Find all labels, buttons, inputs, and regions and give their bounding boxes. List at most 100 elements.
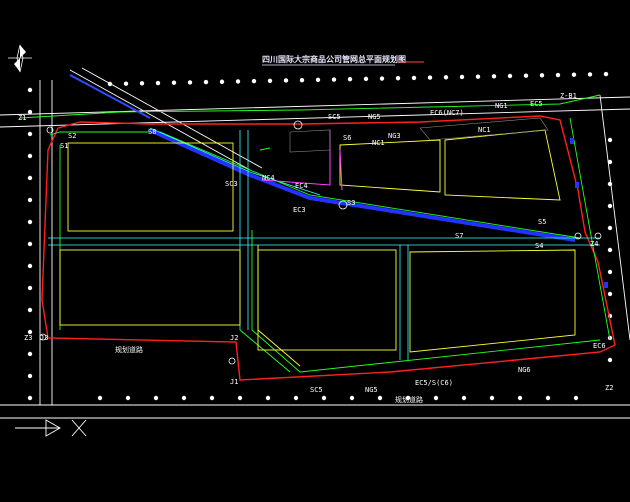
label-s4: S4 bbox=[535, 242, 543, 250]
tree-dot bbox=[607, 181, 613, 187]
building-blocks bbox=[59, 129, 576, 367]
tree-dot bbox=[107, 81, 113, 87]
tree-dot bbox=[607, 203, 613, 209]
tree-dot bbox=[27, 197, 33, 203]
tree-dot bbox=[27, 131, 33, 137]
tree-dot bbox=[427, 75, 433, 80]
label-z3: Z3 bbox=[24, 334, 32, 342]
tree-dot bbox=[523, 73, 529, 78]
tree-dot bbox=[27, 285, 33, 291]
blue-drain-pipe bbox=[149, 128, 576, 242]
tree-dot bbox=[139, 81, 145, 86]
tree-dot bbox=[27, 175, 33, 181]
label-ec3: EC3 bbox=[293, 206, 306, 214]
tree-dot bbox=[507, 73, 513, 79]
tree-dot bbox=[321, 395, 327, 401]
tree-dot bbox=[27, 263, 33, 269]
tree-dot bbox=[235, 79, 241, 84]
blue-stream-top bbox=[69, 74, 151, 119]
tree-dot bbox=[283, 78, 289, 83]
tree-dot bbox=[27, 87, 33, 93]
label-ng1: NG1 bbox=[495, 102, 508, 110]
pipe-labels: S8 SC5 NG5 EC6(NC7) NG3 NC1 NC1 NG1 EC5 … bbox=[18, 92, 613, 404]
tree-dot bbox=[571, 72, 577, 77]
label-s5: S5 bbox=[538, 218, 546, 226]
tree-dot bbox=[27, 395, 33, 401]
label-ec6r: EC6 bbox=[593, 342, 606, 350]
tree-dot bbox=[27, 219, 33, 225]
label-nc1b: NC1 bbox=[478, 126, 491, 134]
label-z1: Z1 bbox=[18, 114, 26, 122]
tree-dot bbox=[603, 71, 609, 77]
tree-dot bbox=[293, 395, 299, 401]
tree-dot bbox=[363, 76, 369, 82]
tree-dot bbox=[267, 78, 273, 84]
tree-dot bbox=[587, 72, 593, 77]
label-sc5-top: SC5 bbox=[328, 113, 341, 121]
tree-dot bbox=[219, 79, 225, 84]
tree-rows bbox=[27, 71, 613, 401]
tree-dot bbox=[27, 109, 33, 115]
label-ng5-bot: NG5 bbox=[365, 386, 378, 394]
hatch-area bbox=[289, 117, 549, 153]
tree-dot bbox=[545, 395, 551, 401]
tree-dot bbox=[27, 307, 33, 313]
tree-dot bbox=[27, 373, 33, 379]
tree-dot bbox=[607, 247, 613, 253]
tree-dot bbox=[517, 395, 523, 401]
tree-dot bbox=[251, 78, 257, 84]
tree-dot bbox=[607, 137, 613, 143]
tree-dot bbox=[555, 72, 561, 78]
tree-dot bbox=[489, 395, 495, 401]
blue-markers bbox=[570, 138, 608, 288]
label-nc1a: NC1 bbox=[372, 139, 385, 147]
tree-dot bbox=[607, 159, 613, 165]
tree-dot bbox=[475, 74, 481, 79]
label-zb1: Z-B1 bbox=[560, 92, 577, 100]
tree-dot bbox=[203, 79, 209, 85]
entrance-arrow-icon bbox=[15, 419, 87, 437]
tree-dot bbox=[237, 395, 243, 401]
label-ng6: NG6 bbox=[518, 366, 531, 374]
tree-dot bbox=[315, 77, 321, 83]
label-s3: S3 bbox=[347, 199, 355, 207]
label-road-bottom: 规划道路 bbox=[115, 345, 143, 354]
label-ec4: EC4 bbox=[295, 182, 308, 190]
tree-dot bbox=[377, 395, 383, 401]
label-s6: S6 bbox=[343, 134, 351, 142]
label-j1: J1 bbox=[230, 378, 238, 386]
block-e bbox=[409, 249, 576, 353]
label-ec5-bot: EC5/S(C6) bbox=[415, 379, 453, 387]
tree-dot bbox=[347, 77, 353, 82]
node-markers bbox=[39, 120, 602, 365]
label-s1: S1 bbox=[60, 142, 68, 150]
tree-dot bbox=[331, 77, 337, 82]
block-mid bbox=[339, 139, 441, 193]
label-s7: S7 bbox=[455, 232, 463, 240]
label-s8: S8 bbox=[148, 128, 156, 136]
north-arrow-icon bbox=[8, 44, 32, 73]
label-j3: J3 bbox=[40, 334, 48, 342]
tree-dot bbox=[443, 75, 449, 80]
block-w bbox=[59, 249, 241, 326]
tree-dot bbox=[607, 225, 613, 231]
tree-dot bbox=[155, 80, 161, 86]
tree-dot bbox=[607, 357, 613, 363]
tree-dot bbox=[209, 395, 215, 401]
tree-dot bbox=[171, 80, 177, 85]
tree-dot bbox=[411, 75, 417, 81]
tree-dot bbox=[181, 395, 187, 401]
tree-dot bbox=[299, 77, 305, 83]
tree-dot bbox=[265, 395, 271, 401]
tree-dot bbox=[405, 395, 411, 401]
tree-dot bbox=[379, 76, 385, 81]
label-sc5-bot: SC5 bbox=[310, 386, 323, 394]
tree-dot bbox=[27, 351, 33, 357]
tree-dot bbox=[459, 74, 465, 80]
tree-dot bbox=[27, 153, 33, 159]
tree-dot bbox=[187, 80, 193, 85]
roads bbox=[0, 67, 630, 419]
label-z2: Z2 bbox=[605, 384, 613, 392]
label-z4: Z4 bbox=[590, 240, 598, 248]
